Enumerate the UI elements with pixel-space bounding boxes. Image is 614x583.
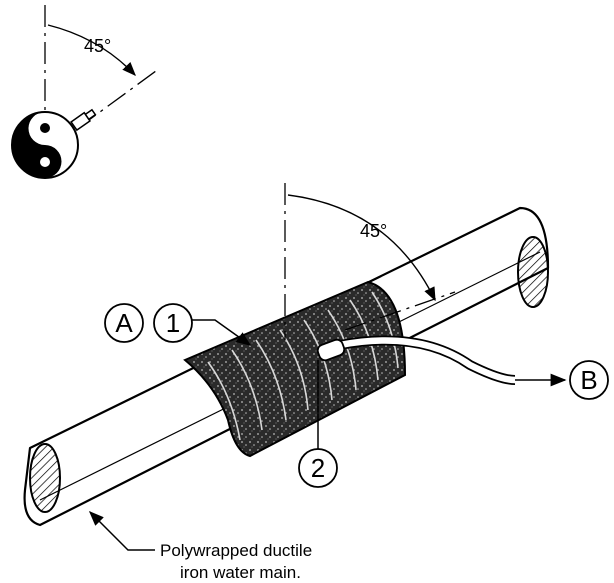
pipe-cross-section-icon (11, 111, 79, 179)
connector-icon (316, 338, 346, 362)
pipe-angle-arc (287, 194, 436, 302)
inset-electrode-icon (70, 108, 97, 132)
inset-cross-section: 45° (11, 5, 161, 179)
callout-1: 1 (153, 303, 252, 346)
callout-a-label: A (115, 308, 133, 338)
callout-1-leader (192, 319, 252, 346)
callout-b-label: B (580, 365, 597, 395)
pipe-caption: Polywrapped ductile iron water main. (88, 510, 312, 582)
lead-wire (316, 335, 567, 387)
callout-b: B (569, 360, 609, 400)
callout-2: 2 (298, 360, 338, 488)
inset-angle-arc (47, 24, 136, 77)
pipe-end-right (517, 236, 549, 308)
callout-2-label: 2 (311, 453, 325, 483)
caption-line-1: Polywrapped ductile (160, 541, 312, 560)
caption-leader (88, 510, 155, 551)
pipe-45-centerline (344, 291, 456, 331)
pipe-angle-label: 45° (360, 221, 387, 241)
pipe-angle-reference: 45° (284, 183, 456, 340)
callout-1-label: 1 (166, 308, 180, 338)
inset-angle-label: 45° (84, 36, 111, 56)
inset-45-centerline (47, 67, 161, 151)
pipe-end-left (29, 443, 61, 513)
caption-line-2: iron water main. (180, 563, 301, 582)
callout-a: A (104, 303, 144, 343)
